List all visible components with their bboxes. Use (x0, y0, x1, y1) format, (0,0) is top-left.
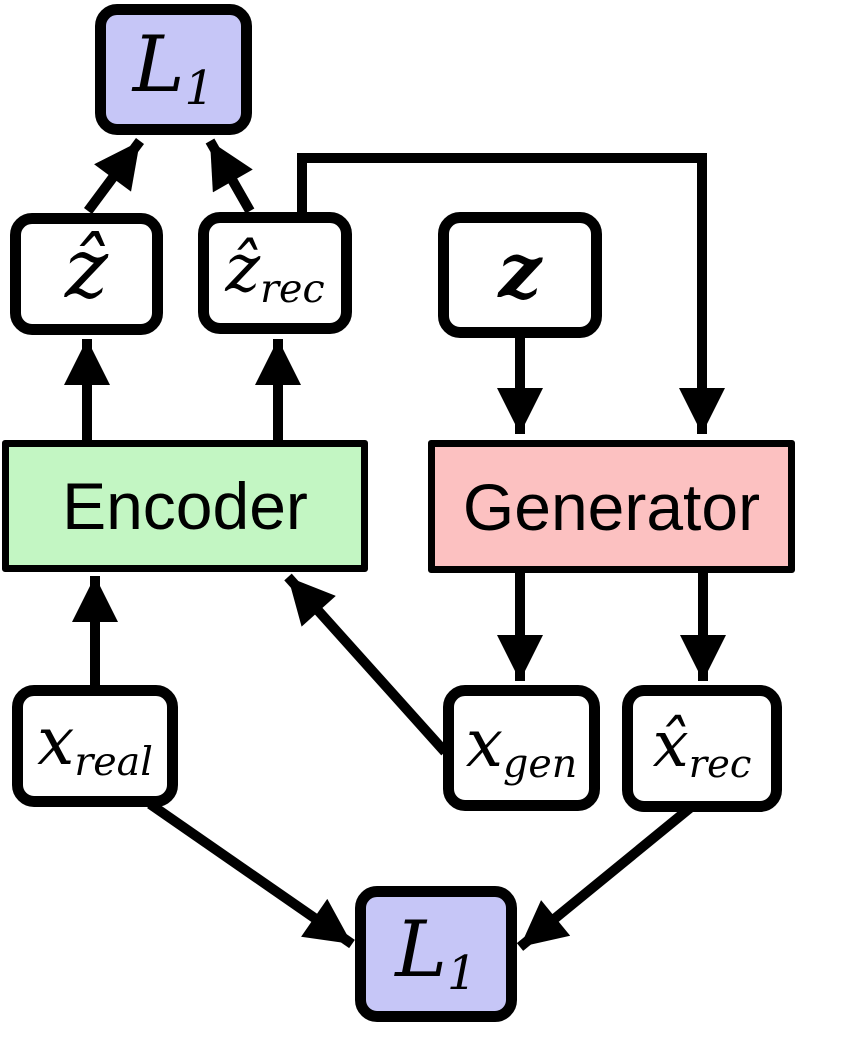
generator-label: Generator (462, 469, 761, 544)
z-hat-rec-label: ẑ (225, 230, 261, 308)
edge-xhatrec-to-loss-bottom (516, 804, 694, 951)
node-x-real: xreal (12, 685, 178, 807)
edge-zhatrec-to-loss-top (205, 138, 255, 214)
loss-top-label: L (132, 20, 185, 111)
x-real-label: x (37, 703, 75, 781)
x-hat-rec-label: x̂ (652, 707, 689, 782)
z-label: z (498, 225, 542, 315)
node-z: z (438, 212, 602, 338)
z-hat-label: ẑ (64, 222, 109, 318)
loss-bottom-subscript: 1 (447, 946, 477, 1001)
edge-zhat-to-loss-top (83, 138, 145, 214)
edge-xreal-to-loss-bottom (147, 799, 355, 949)
node-x-gen: xgen (443, 685, 600, 811)
loss-bottom-label: L (395, 904, 447, 995)
x-gen-label: x (465, 705, 503, 783)
node-z-hat: ẑ (10, 213, 163, 335)
node-encoder: Encoder (2, 440, 368, 572)
x-gen-subscript: gen (502, 741, 578, 788)
node-z-hat-rec: ẑrec (198, 212, 352, 334)
z-hat-rec-subscript: rec (260, 266, 325, 313)
loss-top-subscript: 1 (184, 62, 215, 117)
encoder-label: Encoder (62, 469, 308, 543)
edge-xgen-to-encoder (284, 573, 449, 756)
edge-zhatrec-to-generator (297, 153, 725, 434)
x-real-subscript: real (74, 739, 153, 786)
x-hat-rec-subscript: rec (688, 741, 752, 787)
node-generator: Generator (428, 440, 795, 573)
node-loss-top: L1 (95, 4, 252, 135)
node-loss-bottom: L1 (355, 886, 517, 1022)
node-x-hat-rec: x̂rec (622, 685, 782, 812)
